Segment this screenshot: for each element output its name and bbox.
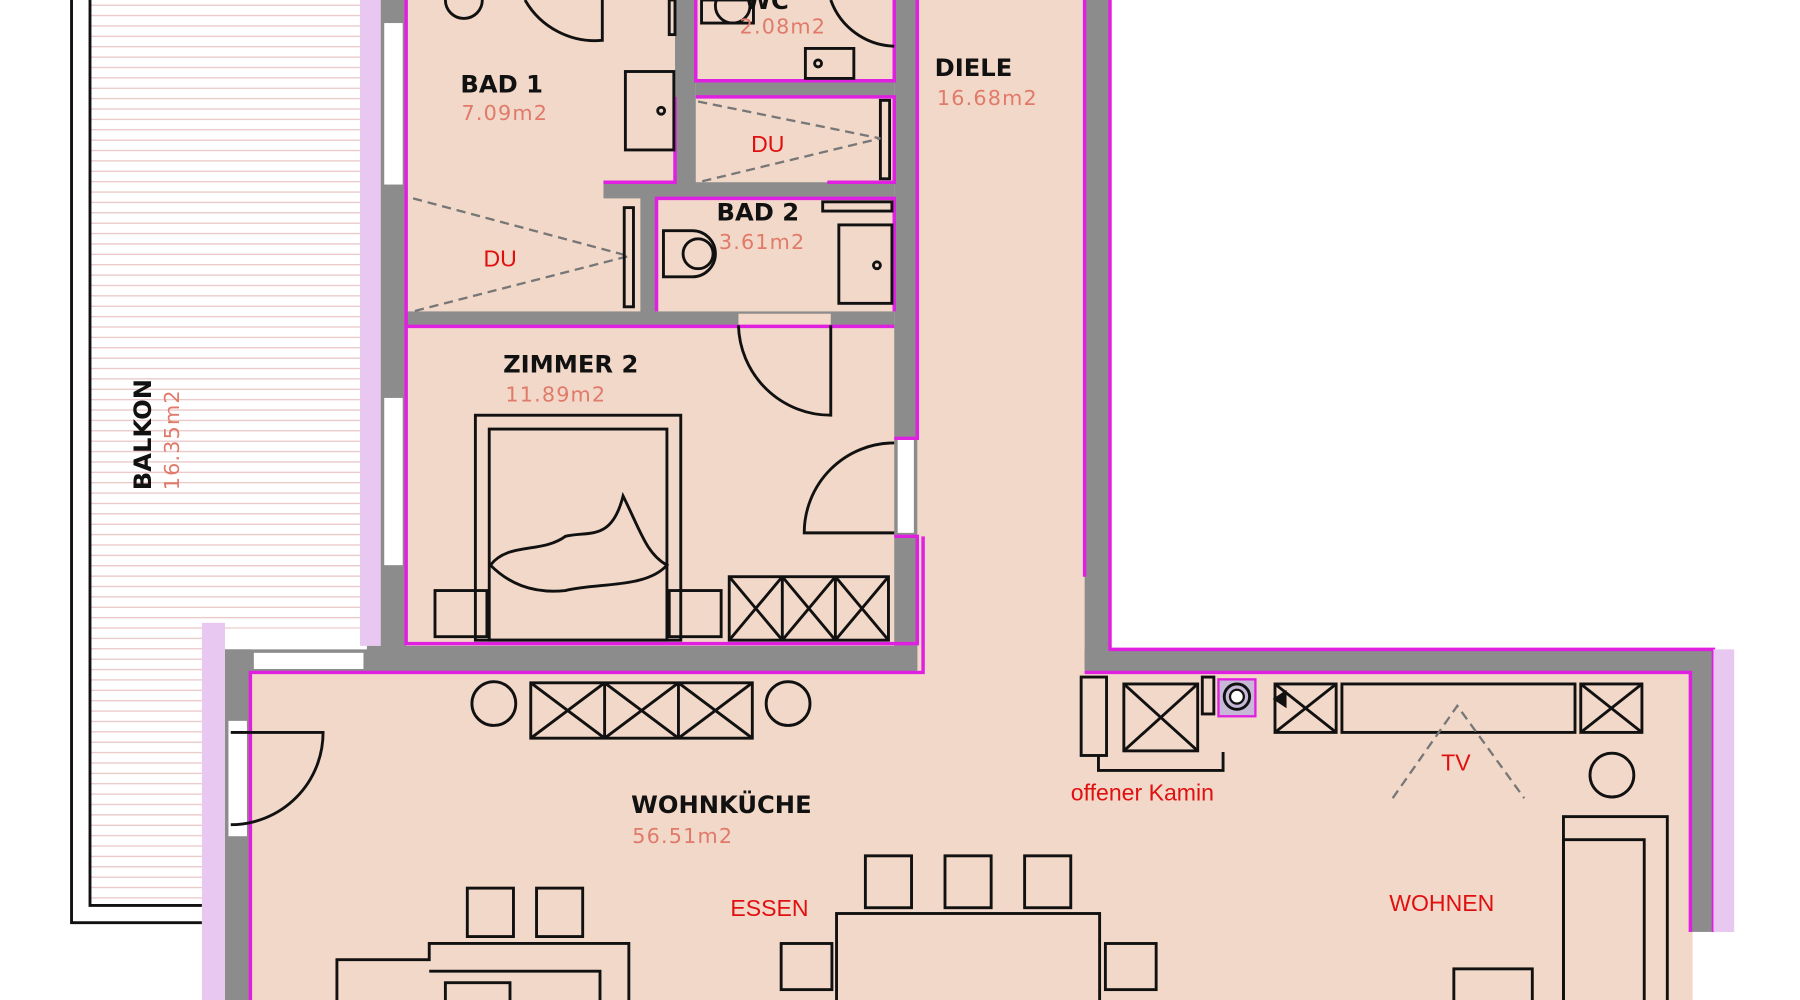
room-outlines (248, 0, 1735, 1000)
room-area-bad1: 7.09m2 (462, 101, 549, 125)
room-area-wc: 2.08m2 (740, 14, 827, 38)
labels: WC 2.08m2 BAD 1 7.09m2 DIELE 16.68m2 DU … (129, 0, 1494, 921)
wardrobe (727, 575, 890, 642)
room-name-diele: DIELE (935, 54, 1013, 82)
dining-label: ESSEN (730, 895, 808, 921)
room-name-balkon: BALKON (129, 379, 157, 490)
room-area-zimmer2: 11.89m2 (505, 382, 606, 406)
shower-label-1: DU (751, 131, 784, 157)
fixtures (230, 0, 1669, 1000)
room-area-balkon: 16.35m2 (160, 389, 184, 490)
tv-label: TV (1441, 749, 1471, 775)
balcony (70, 0, 384, 1000)
living-label: WOHNEN (1389, 890, 1494, 916)
walls (225, 0, 1714, 1000)
room-name-zimmer2: ZIMMER 2 (503, 351, 638, 379)
room-name-wohnkueche: WOHNKÜCHE (631, 789, 811, 819)
floors (250, 0, 1693, 1000)
fireplace-label: offener Kamin (1071, 779, 1214, 805)
room-name-wc: WC (744, 0, 789, 15)
room-area-wohnkueche: 56.51m2 (632, 824, 733, 848)
room-area-diele: 16.68m2 (937, 86, 1038, 110)
room-area-bad2: 3.61m2 (719, 230, 806, 254)
room-name-bad1: BAD 1 (460, 70, 543, 98)
shower-label-2: DU (483, 245, 516, 271)
room-name-bad2: BAD 2 (717, 198, 800, 226)
